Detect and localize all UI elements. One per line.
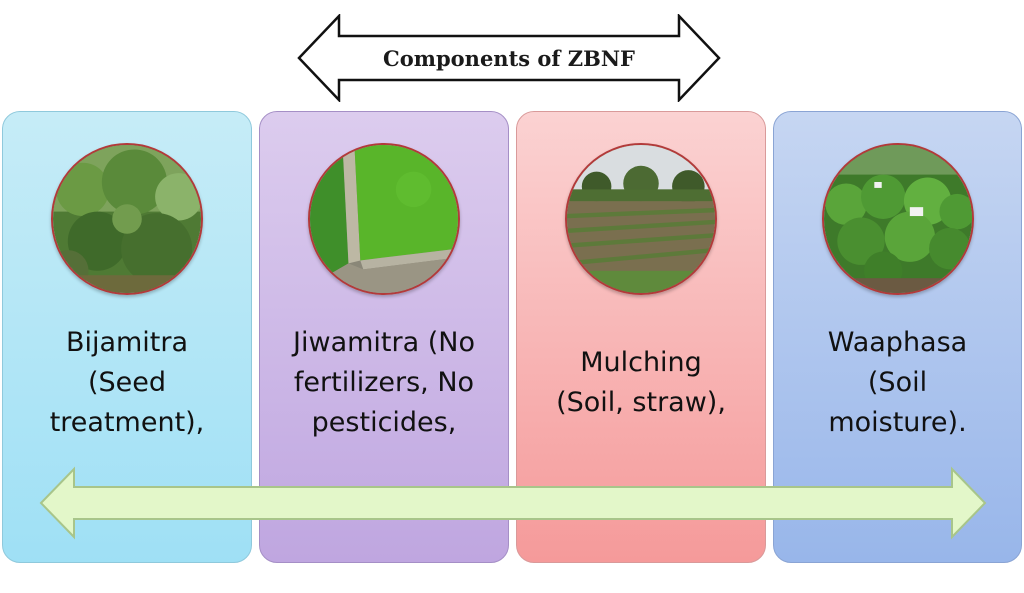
bottom-double-arrow xyxy=(39,466,987,540)
component-label: Waaphasa (Soil moisture). xyxy=(782,323,1013,443)
label-line: Mulching xyxy=(580,347,702,378)
label-line: pesticides, xyxy=(311,407,457,438)
field-rows-photo xyxy=(565,143,717,295)
component-label: Jiwamitra (No fertilizers, No pesticides… xyxy=(268,323,500,443)
label-line: (Soil xyxy=(867,367,928,398)
label-line: Bijamitra xyxy=(65,327,189,358)
diagram-title: Components of ZBNF xyxy=(383,45,635,71)
label-line: moisture). xyxy=(828,407,967,438)
label-line: Waaphasa xyxy=(827,327,968,358)
label-line: (Seed xyxy=(87,367,167,398)
shrub-vegetation-photo xyxy=(51,143,203,295)
label-line: Jiwamitra (No xyxy=(293,327,475,358)
leafy-crop-photo xyxy=(822,143,974,295)
label-line: (Soil, straw), xyxy=(556,387,726,418)
label-line: treatment), xyxy=(49,407,205,438)
top-double-arrow xyxy=(297,14,721,102)
component-label: Mulching (Soil, straw), xyxy=(525,343,757,423)
component-label: Bijamitra (Seed treatment), xyxy=(11,323,243,443)
green-tank-photo xyxy=(308,143,460,295)
label-line: fertilizers, No xyxy=(293,367,475,398)
